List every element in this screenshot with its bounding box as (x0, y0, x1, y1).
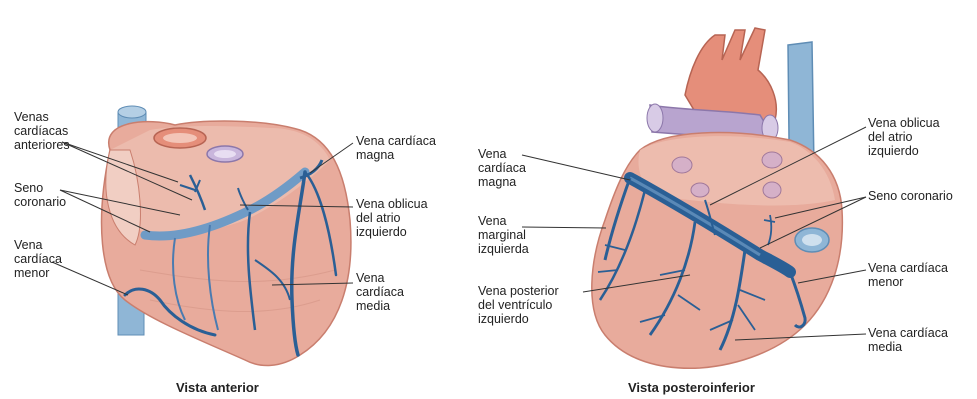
label-vena-posterior-ventriculo: Vena posterior del ventrículo izquierdo (478, 284, 559, 326)
label-vena-cardiaca-media-anterior: Vena cardíaca media (356, 271, 404, 313)
aorta (685, 28, 776, 120)
anterior-heart (102, 106, 351, 365)
label-vena-cardiaca-menor-anterior: Vena cardíaca menor (14, 238, 62, 280)
label-seno-coronario-anterior: Seno coronario (14, 181, 66, 209)
vena-cava-opening (118, 106, 146, 118)
label-vena-cardiaca-magna-posterior: Vena cardíaca magna (478, 147, 526, 189)
label-vena-cardiaca-magna-anterior: Vena cardíaca magna (356, 134, 436, 162)
label-seno-coronario-posterior: Seno coronario (868, 189, 953, 203)
label-vena-oblicua-posterior: Vena oblicua del atrio izquierdo (868, 116, 940, 158)
label-venas-cardiacas-anteriores: Venas cardíacas anteriores (14, 110, 70, 152)
caption-vista-anterior: Vista anterior (176, 380, 259, 395)
label-vena-cardiaca-menor-posterior: Vena cardíaca menor (868, 261, 948, 289)
label-vena-cardiaca-media-posterior: Vena cardíaca media (868, 326, 948, 354)
label-vena-marginal-izquierda: Vena marginal izquierda (478, 214, 529, 256)
label-vena-oblicua-anterior: Vena oblicua del atrio izquierdo (356, 197, 428, 239)
posterior-heart (592, 28, 843, 368)
caption-vista-posteroinferior: Vista posteroinferior (628, 380, 755, 395)
